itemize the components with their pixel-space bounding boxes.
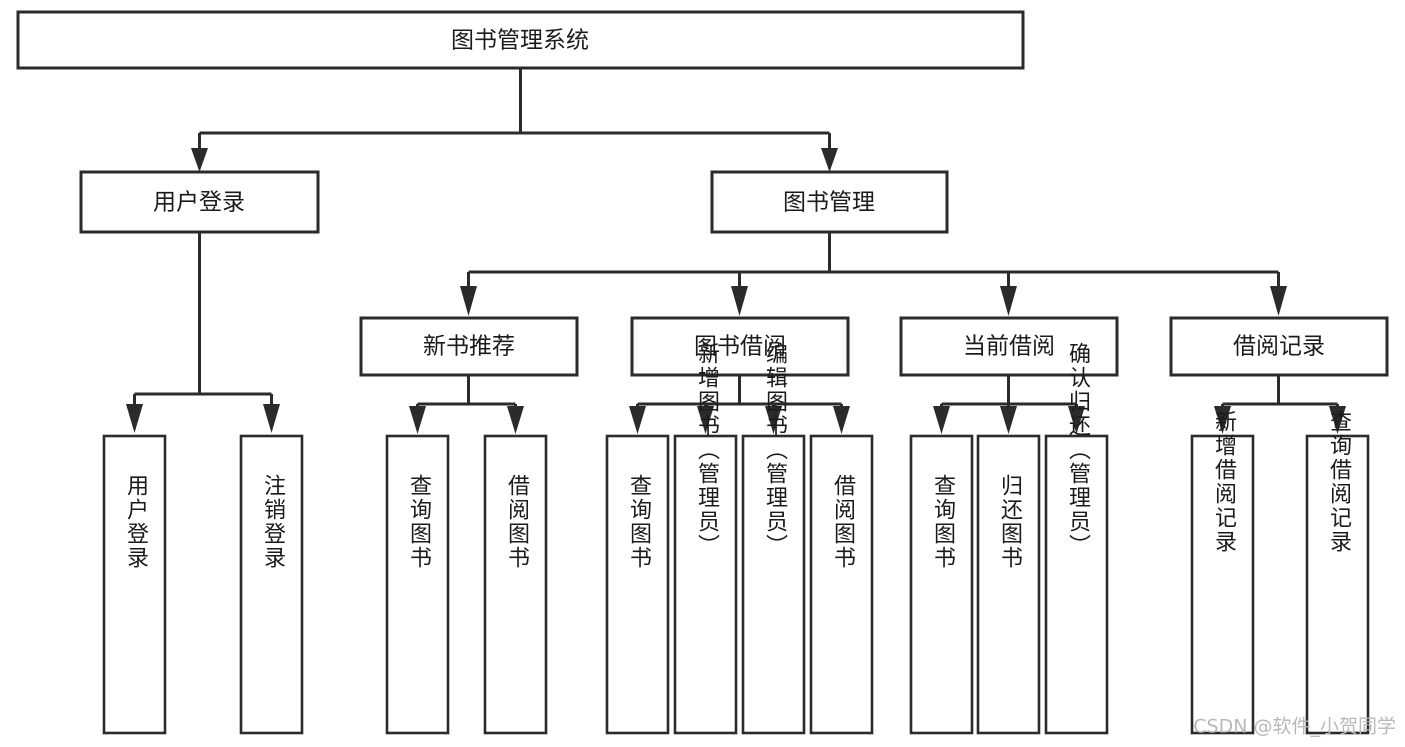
arrowhead-book-manage bbox=[821, 148, 838, 172]
node-leaf-borrow-book-b[interactable]: 借阅图书 bbox=[809, 434, 874, 735]
node-leaf-edit-book[interactable]: 编辑图书（管理员） bbox=[741, 342, 806, 735]
node-leaf-query-book-a[interactable]: 查询图书 bbox=[385, 434, 450, 735]
arrowhead-new-book-rec bbox=[460, 286, 477, 316]
node-book-borrow-box[interactable] bbox=[630, 316, 850, 377]
node-leaf-query-book-a-box[interactable] bbox=[385, 434, 450, 735]
node-new-book-rec[interactable]: 新书推荐 bbox=[359, 316, 579, 377]
node-book-manage-label: 图书管理 bbox=[783, 190, 875, 216]
node-leaf-query-record[interactable]: 查询借阅记录 bbox=[1305, 410, 1370, 735]
node-leaf-query-book-b[interactable]: 查询图书 bbox=[605, 434, 670, 735]
node-leaf-logout[interactable]: 注销登录 bbox=[239, 434, 304, 735]
arrowhead-leaf-query-book-b bbox=[629, 406, 646, 434]
node-leaf-add-book-box[interactable] bbox=[673, 434, 738, 735]
node-leaf-query-record-label: 查询借阅记录 bbox=[1326, 410, 1352, 554]
node-root-box[interactable] bbox=[16, 10, 1025, 70]
node-borrow-record-box[interactable] bbox=[1169, 316, 1389, 377]
arrowhead-leaf-borrow-book-b bbox=[833, 406, 850, 434]
node-current-borrow-label: 当前借阅 bbox=[963, 334, 1055, 360]
node-leaf-query-record-box[interactable] bbox=[1305, 434, 1370, 735]
node-leaf-add-book-label: 新增图书（管理员） bbox=[694, 342, 720, 558]
node-leaf-logout-box[interactable] bbox=[239, 434, 304, 735]
node-leaf-edit-book-label: 编辑图书（管理员） bbox=[762, 342, 788, 558]
node-leaf-query-book-c-box[interactable] bbox=[909, 434, 974, 735]
arrowhead-borrow-record bbox=[1270, 286, 1287, 316]
arrowhead-current-borrow bbox=[1000, 286, 1017, 316]
node-current-borrow-box[interactable] bbox=[899, 316, 1119, 377]
node-leaf-edit-book-box[interactable] bbox=[741, 434, 806, 735]
node-leaf-query-book-b-box[interactable] bbox=[605, 434, 670, 735]
arrowhead-leaf-add-book bbox=[697, 406, 714, 434]
node-leaf-query-book-a-label: 查询图书 bbox=[406, 474, 432, 570]
node-borrow-record-label: 借阅记录 bbox=[1233, 334, 1325, 360]
node-leaf-confirm-return-box[interactable] bbox=[1044, 434, 1109, 735]
arrowhead-leaf-user-login bbox=[126, 404, 143, 433]
node-leaf-borrow-book-a-label: 借阅图书 bbox=[504, 474, 530, 570]
node-leaf-user-login-box[interactable] bbox=[102, 434, 167, 735]
node-leaf-add-book[interactable]: 新增图书（管理员） bbox=[673, 342, 738, 735]
node-user-login-box[interactable] bbox=[79, 170, 320, 234]
node-leaf-confirm-return[interactable]: 确认归还（管理员） bbox=[1044, 342, 1109, 735]
node-book-manage-box[interactable] bbox=[710, 170, 949, 234]
node-root-label: 图书管理系统 bbox=[451, 28, 589, 54]
node-book-borrow-label: 图书借阅 bbox=[694, 334, 786, 360]
node-book-borrow[interactable]: 图书借阅 bbox=[630, 316, 850, 377]
arrowhead-leaf-edit-book bbox=[765, 406, 782, 434]
node-borrow-record[interactable]: 借阅记录 bbox=[1169, 316, 1389, 377]
arrowhead-leaf-query-book-c bbox=[933, 406, 950, 434]
node-leaf-return-book-box[interactable] bbox=[976, 434, 1041, 735]
node-user-login-label: 用户登录 bbox=[153, 190, 245, 216]
node-leaf-return-book-label: 归还图书 bbox=[997, 474, 1023, 570]
node-user-login[interactable]: 用户登录 bbox=[79, 170, 320, 234]
node-leaf-logout-label: 注销登录 bbox=[260, 474, 286, 570]
node-book-manage[interactable]: 图书管理 bbox=[710, 170, 949, 234]
node-leaf-query-book-c-label: 查询图书 bbox=[930, 474, 956, 570]
node-root[interactable]: 图书管理系统 bbox=[16, 10, 1025, 70]
arrowhead-book-borrow bbox=[731, 286, 748, 316]
node-new-book-rec-label: 新书推荐 bbox=[423, 334, 515, 360]
arrowhead-leaf-logout bbox=[263, 404, 280, 433]
arrowhead-leaf-borrow-book-a bbox=[507, 406, 524, 434]
node-leaf-borrow-book-b-box[interactable] bbox=[809, 434, 874, 735]
node-current-borrow[interactable]: 当前借阅 bbox=[899, 316, 1119, 377]
node-leaf-add-record-box[interactable] bbox=[1190, 434, 1255, 735]
node-leaf-borrow-book-a-box[interactable] bbox=[483, 434, 548, 735]
node-leaf-return-book[interactable]: 归还图书 bbox=[976, 434, 1041, 735]
arrowhead-leaf-confirm-return bbox=[1068, 406, 1085, 434]
arrowhead-leaf-add-record bbox=[1214, 406, 1231, 434]
node-leaf-borrow-book-a[interactable]: 借阅图书 bbox=[483, 434, 548, 735]
arrowhead-leaf-return-book bbox=[1000, 406, 1017, 434]
connector-layer bbox=[126, 68, 1346, 434]
node-leaf-query-book-c[interactable]: 查询图书 bbox=[909, 434, 974, 735]
node-layer: 图书管理系统 用户登录 图书管理 新书推荐 图书借阅 bbox=[16, 10, 1389, 735]
csdn-watermark: CSDN @软件_小贺同学 bbox=[1193, 716, 1396, 738]
node-leaf-borrow-book-b-label: 借阅图书 bbox=[830, 474, 856, 570]
arrowhead-leaf-query-record bbox=[1329, 406, 1346, 434]
node-leaf-add-record-label: 新增借阅记录 bbox=[1211, 410, 1237, 554]
arrowhead-user-login bbox=[191, 148, 208, 172]
node-new-book-rec-box[interactable] bbox=[359, 316, 579, 377]
arrowhead-leaf-query-book-a bbox=[409, 406, 426, 434]
node-leaf-user-login-label: 用户登录 bbox=[123, 474, 149, 570]
node-leaf-query-book-b-label: 查询图书 bbox=[626, 474, 652, 570]
node-leaf-user-login[interactable]: 用户登录 bbox=[102, 434, 167, 735]
node-leaf-confirm-return-label: 确认归还（管理员） bbox=[1065, 342, 1091, 558]
node-leaf-add-record[interactable]: 新增借阅记录 bbox=[1190, 410, 1255, 735]
